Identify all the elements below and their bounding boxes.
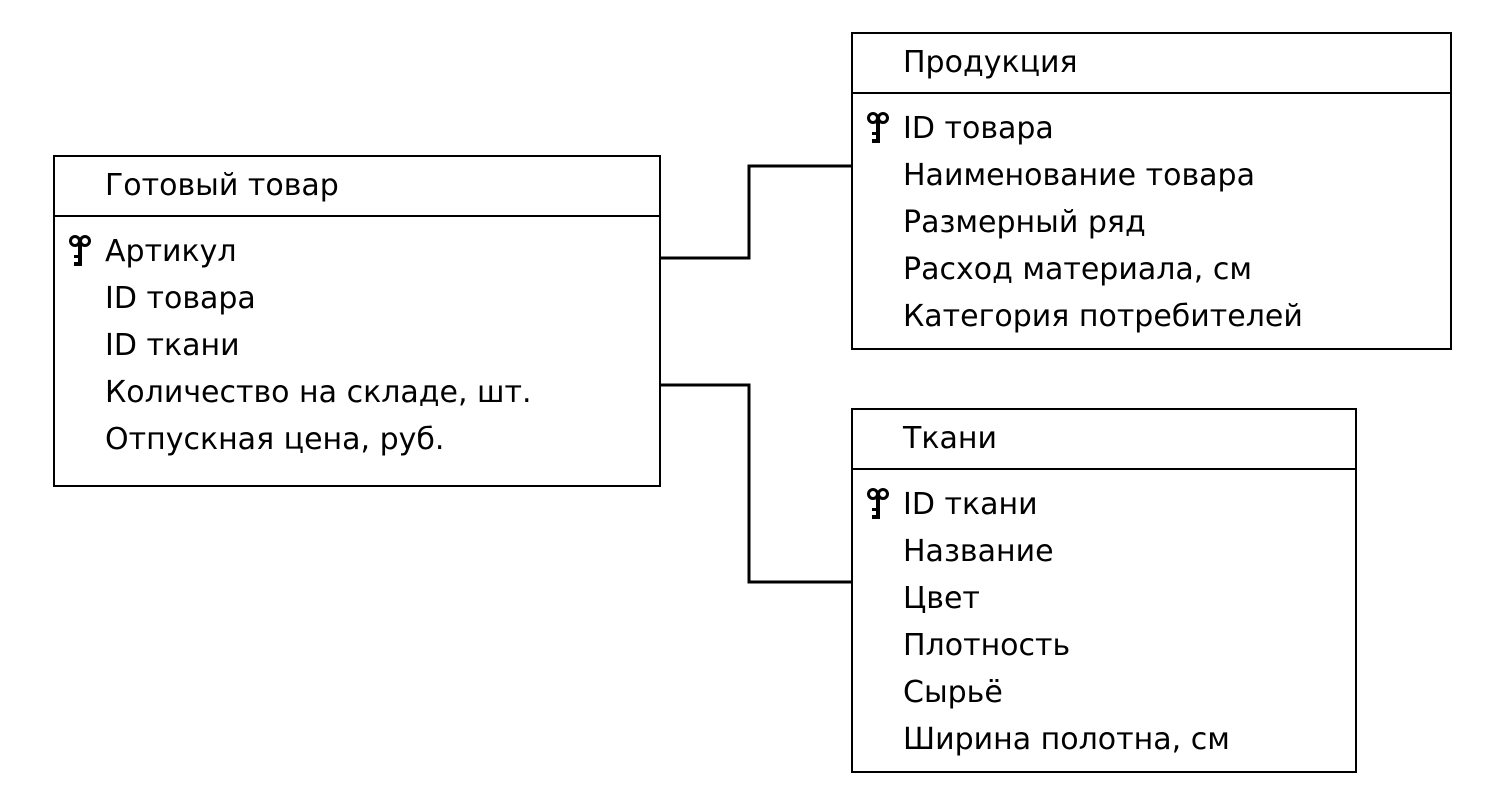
field-row: Отпускная цена, руб. xyxy=(55,416,659,463)
field-row: Ширина полотна, см xyxy=(853,716,1355,763)
relationship-line-finished-goods-fabrics xyxy=(661,383,851,584)
field-row: Наименование товара xyxy=(853,152,1450,199)
field-row: Название xyxy=(853,528,1355,575)
field-row: Категория потребителей xyxy=(853,293,1450,340)
field-label: Артикул xyxy=(105,234,237,269)
field-row: ID товара xyxy=(55,275,659,322)
field-row: Плотность xyxy=(853,622,1355,669)
field-row: Цвет xyxy=(853,575,1355,622)
field-label: ID товара xyxy=(903,111,1054,146)
field-label: Название xyxy=(903,534,1054,569)
field-label: Плотность xyxy=(903,628,1071,663)
entity-fields: ID ткани Название Цвет Плотность Сырьё Ш… xyxy=(853,470,1355,769)
entity-fabrics: Ткани ID ткани Название Цвет Плотность xyxy=(851,408,1357,773)
entity-title: Продукция xyxy=(853,34,1450,94)
field-label: Сырьё xyxy=(903,675,1003,710)
field-label: Количество на складе, шт. xyxy=(105,375,532,410)
key-icon xyxy=(867,112,889,143)
field-row-primary-key: ID товара xyxy=(853,105,1450,152)
field-row-primary-key: Артикул xyxy=(55,228,659,275)
field-label: Ширина полотна, см xyxy=(903,722,1230,757)
field-row-primary-key: ID ткани xyxy=(853,481,1355,528)
entity-fields: Артикул ID товара ID ткани Количество на… xyxy=(55,217,659,469)
key-icon xyxy=(69,235,91,266)
field-row: Сырьё xyxy=(853,669,1355,716)
field-label: ID товара xyxy=(105,281,256,316)
field-label: Размерный ряд xyxy=(903,205,1146,240)
field-label: ID ткани xyxy=(903,487,1038,522)
field-row: Размерный ряд xyxy=(853,199,1450,246)
field-row: Количество на складе, шт. xyxy=(55,369,659,416)
field-label: ID ткани xyxy=(105,328,240,363)
field-row: ID ткани xyxy=(55,322,659,369)
field-label: Цвет xyxy=(903,581,980,616)
field-row: Расход материала, см xyxy=(853,246,1450,293)
field-label: Наименование товара xyxy=(903,158,1255,193)
key-icon xyxy=(867,488,889,519)
entity-products: Продукция ID товара Наименование товара … xyxy=(851,32,1452,350)
field-label: Отпускная цена, руб. xyxy=(105,422,445,457)
field-label: Категория потребителей xyxy=(903,299,1303,334)
relationship-line-finished-goods-products xyxy=(661,164,851,260)
entity-title: Готовый товар xyxy=(55,157,659,217)
entity-finished-goods: Готовый товар Артикул ID товара ID ткани xyxy=(53,155,661,487)
field-label: Расход материала, см xyxy=(903,252,1252,287)
entity-fields: ID товара Наименование товара Размерный … xyxy=(853,94,1450,346)
entity-title: Ткани xyxy=(853,410,1355,470)
